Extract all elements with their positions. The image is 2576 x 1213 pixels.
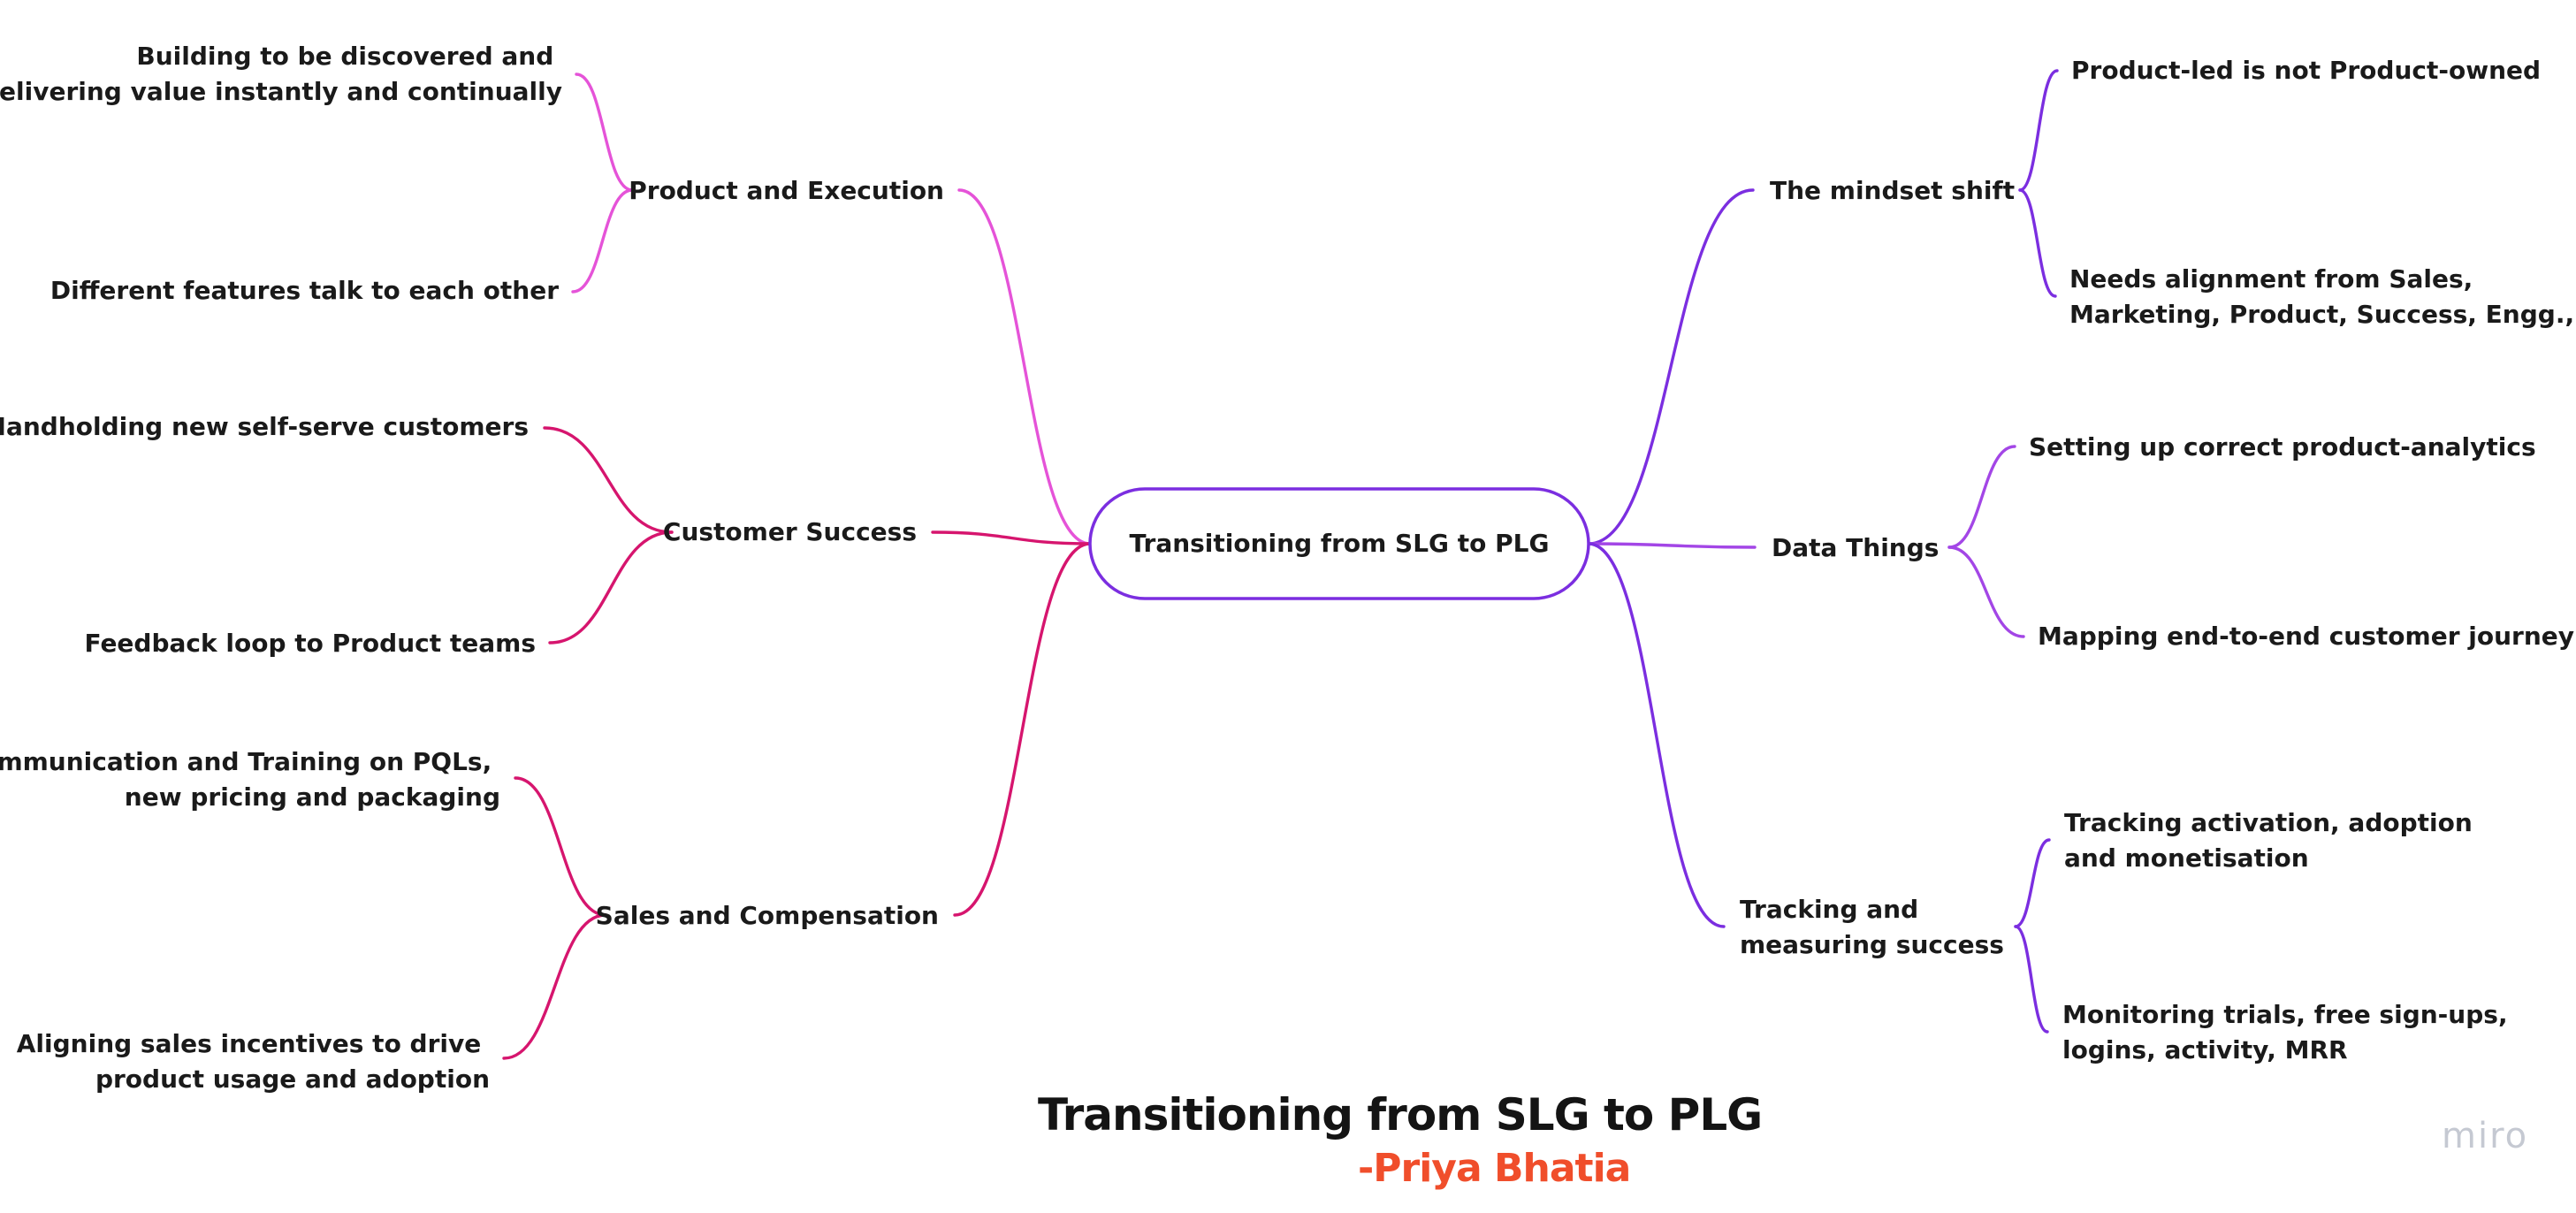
connector-right-branch-to-leaf bbox=[2018, 188, 2057, 298]
leaf-monitoring-trials[interactable]: Monitoring trials, free sign-ups, logins… bbox=[2062, 1000, 2516, 1064]
leaf-handholding-customers[interactable]: Handholding new self-serve customers bbox=[0, 412, 529, 441]
leaf-communication-and-training[interactable]: Communication and Training on PQLs, new … bbox=[0, 747, 500, 812]
leaf-product-led-not-product-owned[interactable]: Product-led is not Product-owned bbox=[2071, 56, 2541, 85]
connector-left-branch-to-leaf bbox=[571, 188, 634, 294]
leaf-different-features[interactable]: Different features talk to each other bbox=[50, 276, 559, 305]
connector-central-to-left-branch bbox=[957, 188, 1092, 545]
miro-logo: miro bbox=[2442, 1116, 2529, 1156]
leaf-building-to-be-discovered[interactable]: Building to be discovered and delivering… bbox=[0, 42, 562, 106]
connector-left-branch-to-leaf bbox=[502, 913, 607, 1060]
connector-central-to-left-branch bbox=[931, 530, 1092, 545]
leaf-feedback-loop[interactable]: Feedback loop to Product teams bbox=[84, 629, 536, 658]
connector-right-branch-to-leaf bbox=[1947, 445, 2016, 549]
leaf-aligning-sales-incentives[interactable]: Aligning sales incentives to drive produ… bbox=[17, 1029, 490, 1094]
branch-customer-success[interactable]: Customer Success bbox=[663, 517, 917, 546]
board-title: Transitioning from SLG to PLG bbox=[1038, 1089, 1763, 1141]
author-name: -Priya Bhatia bbox=[1358, 1146, 1631, 1191]
branch-sales-and-compensation[interactable]: Sales and Compensation bbox=[596, 901, 939, 930]
connector-left-branch-to-leaf bbox=[514, 776, 607, 917]
connector-central-to-right-branch bbox=[1587, 188, 1755, 545]
branch-product-and-execution[interactable]: Product and Execution bbox=[629, 176, 944, 205]
connector-left-branch-to-leaf bbox=[543, 426, 674, 534]
connector-left-branch-to-leaf bbox=[575, 72, 634, 192]
connector-right-branch-to-leaf bbox=[1947, 545, 2025, 638]
leaf-needs-alignment[interactable]: Needs alignment from Sales, Marketing, P… bbox=[2069, 264, 2576, 329]
connector-central-to-right-branch bbox=[1587, 542, 1726, 928]
connector-right-branch-to-leaf bbox=[2014, 925, 2049, 1034]
branch-data-things[interactable]: Data Things bbox=[1772, 533, 1939, 562]
leaf-setting-up-product-analytics[interactable]: Setting up correct product-analytics bbox=[2029, 432, 2536, 462]
connector-central-to-right-branch bbox=[1587, 542, 1757, 549]
connector-left-branch-to-leaf bbox=[548, 530, 674, 645]
branch-tracking-and-measuring-success[interactable]: Tracking and measuring success bbox=[1740, 895, 2004, 959]
connector-right-branch-to-leaf bbox=[2014, 838, 2051, 928]
central-node-label: Transitioning from SLG to PLG bbox=[1129, 529, 1549, 558]
connector-central-to-left-branch bbox=[953, 542, 1092, 917]
leaf-mapping-customer-journey[interactable]: Mapping end-to-end customer journey bbox=[2038, 622, 2574, 651]
connector-right-branch-to-leaf bbox=[2018, 69, 2059, 192]
leaf-tracking-activation[interactable]: Tracking activation, adoption and moneti… bbox=[2064, 808, 2481, 873]
mind-map-connectors bbox=[502, 69, 2059, 1060]
branch-the-mindset-shift[interactable]: The mindset shift bbox=[1770, 176, 2015, 205]
central-node[interactable] bbox=[1088, 487, 1590, 600]
